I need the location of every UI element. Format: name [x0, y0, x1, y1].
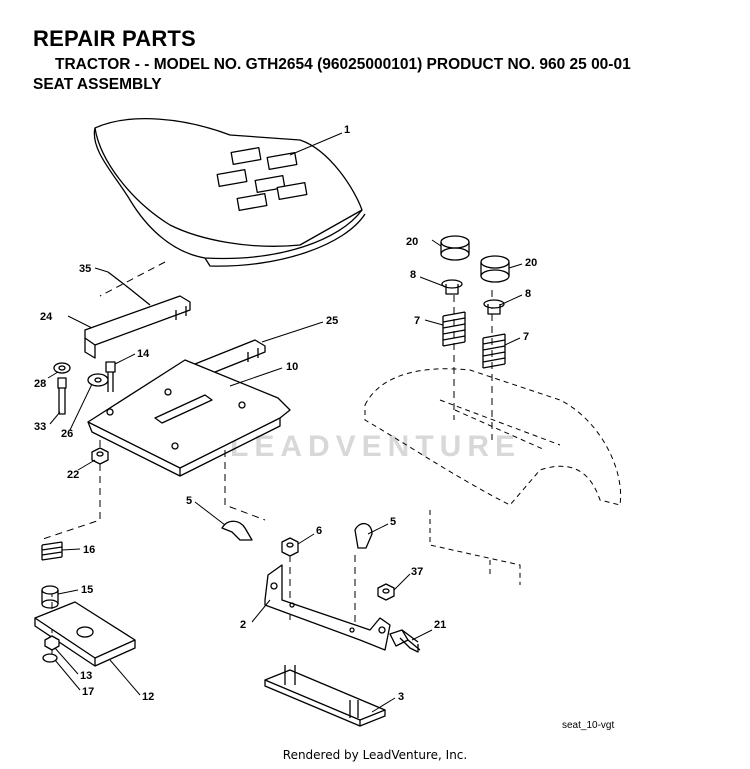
clip-5a-part[interactable]: [221, 520, 253, 541]
callout-7a: 7: [414, 315, 420, 327]
callout-33: 33: [34, 421, 46, 433]
callout-21: 21: [434, 619, 446, 631]
washer-26-part[interactable]: [87, 373, 109, 387]
callout-16: 16: [83, 544, 95, 556]
callout-35: 35: [79, 263, 91, 275]
fender-reference: [364, 368, 622, 585]
model-subtitle: TRACTOR - - MODEL NO. GTH2654 (960250001…: [55, 56, 631, 73]
callout-8b: 8: [525, 288, 531, 300]
spacer-20a-part[interactable]: [440, 235, 470, 261]
nut-22-part[interactable]: [91, 447, 109, 465]
spring-7a-part[interactable]: [442, 311, 466, 347]
spacer-15-part[interactable]: [41, 585, 59, 609]
callout-20b: 20: [525, 257, 537, 269]
bracket-plate-12-part[interactable]: [34, 601, 136, 667]
seat-part[interactable]: [93, 118, 366, 267]
callout-37: 37: [411, 566, 423, 578]
page-title: REPAIR PARTS: [33, 26, 196, 51]
bolt-21-part[interactable]: [389, 629, 421, 653]
seat-plate-part[interactable]: [87, 359, 291, 477]
callout-26: 26: [61, 428, 73, 440]
callout-1: 1: [344, 124, 350, 136]
callout-5a: 5: [186, 495, 192, 507]
callout-20a: 20: [406, 236, 418, 248]
slide-rail-left-part[interactable]: [84, 295, 191, 359]
callout-2: 2: [240, 619, 246, 631]
flange-nut-8b-part[interactable]: [483, 299, 505, 315]
callout-3: 3: [398, 691, 404, 703]
callout-8a: 8: [410, 269, 416, 281]
flange-nut-8a-part[interactable]: [441, 279, 463, 295]
callout-17: 17: [82, 686, 94, 698]
callout-28: 28: [34, 378, 46, 390]
washer-17-part[interactable]: [42, 653, 58, 663]
watermark: LEADVENTURE: [230, 430, 522, 463]
spacer-20b-part[interactable]: [480, 255, 510, 283]
footer-credit: Rendered by LeadVenture, Inc.: [282, 748, 468, 762]
nut-37-part[interactable]: [377, 583, 395, 601]
callout-15: 15: [81, 584, 93, 596]
nut-13-part[interactable]: [44, 635, 60, 651]
figure-reference: seat_10-vgt: [562, 720, 615, 731]
spring-7b-part[interactable]: [482, 333, 506, 369]
spring-16-part[interactable]: [41, 541, 63, 561]
callout-22: 22: [67, 469, 79, 481]
callout-6: 6: [316, 525, 322, 537]
bottom-plate-3-part[interactable]: [264, 665, 386, 727]
callout-13: 13: [80, 670, 92, 682]
washer-28-part[interactable]: [53, 362, 71, 374]
callout-25: 25: [326, 315, 338, 327]
spring-pin-part[interactable]: [107, 271, 151, 306]
callout-14: 14: [137, 348, 150, 360]
callout-24: 24: [40, 311, 53, 323]
callout-12: 12: [142, 691, 154, 703]
callout-5b: 5: [390, 516, 396, 528]
nut-6-part[interactable]: [281, 537, 299, 557]
section-title: SEAT ASSEMBLY: [33, 76, 162, 93]
mounting-bracket-2-part[interactable]: [264, 564, 391, 651]
clip-5b-part[interactable]: [354, 523, 373, 549]
bolt-33-part[interactable]: [57, 377, 67, 415]
callout-7b: 7: [523, 331, 529, 343]
callout-10: 10: [286, 361, 298, 373]
